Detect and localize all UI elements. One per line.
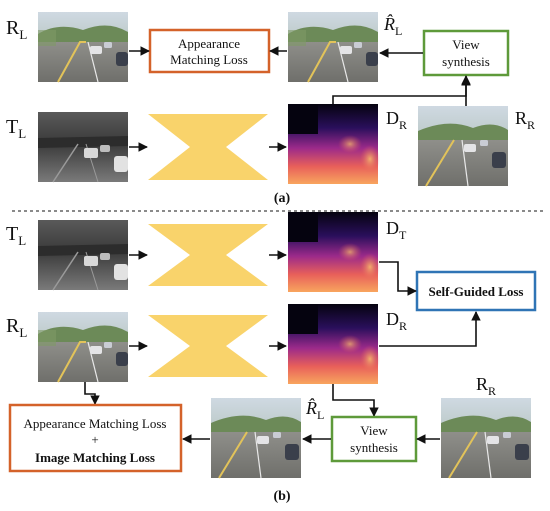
- combined-loss-plus: +: [91, 432, 98, 447]
- view-synthesis-b-line2: synthesis: [350, 440, 398, 455]
- arrow-dr-to-vs-b: [332, 384, 379, 417]
- encoder-decoder-network-b2: [148, 315, 268, 377]
- label-r-l: RL: [6, 17, 27, 42]
- image-t-l-b: [37, 219, 129, 291]
- label-d-r-b: DR: [386, 309, 407, 333]
- view-synthesis-a-line1: View: [452, 37, 480, 52]
- image-r-l: [37, 11, 129, 83]
- label-r-hat-l: R̂L: [383, 14, 402, 38]
- appearance-loss-line2: Matching Loss: [170, 52, 248, 67]
- depth-map-d-t: [288, 212, 380, 292]
- combined-loss-line1: Appearance Matching Loss: [24, 416, 167, 431]
- appearance-matching-loss-box: [148, 28, 271, 74]
- combined-loss-box: [8, 403, 183, 473]
- depth-map-d-r-a: [288, 104, 380, 184]
- label-d-t: DT: [386, 218, 407, 242]
- caption-b: (b): [273, 489, 290, 504]
- self-guided-loss-box: [415, 270, 537, 312]
- encoder-decoder-network-a: [148, 114, 268, 180]
- image-r-r-a: [417, 105, 509, 187]
- view-synthesis-box-a: [422, 29, 510, 77]
- label-r-hat-l-b: R̂L: [305, 398, 324, 422]
- caption-a: (a): [274, 191, 291, 206]
- image-t-l: [37, 111, 129, 183]
- combined-loss-line3: Image Matching Loss: [35, 450, 155, 465]
- arrow-dt-to-selfguided: [379, 261, 417, 296]
- depth-map-d-r-b: [288, 304, 380, 384]
- label-r-r-b: RR: [476, 374, 496, 398]
- label-r-l-b: RL: [6, 315, 27, 340]
- self-guided-loss-label: Self-Guided Loss: [429, 284, 524, 299]
- image-r-hat-l-b: [210, 397, 302, 479]
- encoder-decoder-network-b1: [148, 224, 268, 286]
- label-d-r-a: DR: [386, 108, 407, 132]
- label-r-r-a: RR: [515, 108, 535, 132]
- appearance-loss-line1: Appearance: [178, 36, 240, 51]
- label-t-l-b: TL: [6, 223, 26, 248]
- panel-a: RL Appearance Matching Loss R̂L View syn…: [6, 11, 535, 206]
- label-t-l: TL: [6, 116, 26, 141]
- panel-b: TL DT Self-Guided Loss RL DR Appearance …: [6, 212, 537, 504]
- arrow-dr-to-selfguided: [379, 311, 481, 347]
- image-r-r-b: [440, 397, 532, 479]
- view-synthesis-box-b: [330, 415, 418, 463]
- view-synthesis-a-line2: synthesis: [442, 54, 490, 69]
- view-synthesis-b-line1: View: [360, 423, 388, 438]
- image-r-l-b: [37, 311, 129, 383]
- image-r-hat-l: [287, 11, 379, 83]
- arrow-rl-to-loss-b: [84, 382, 100, 405]
